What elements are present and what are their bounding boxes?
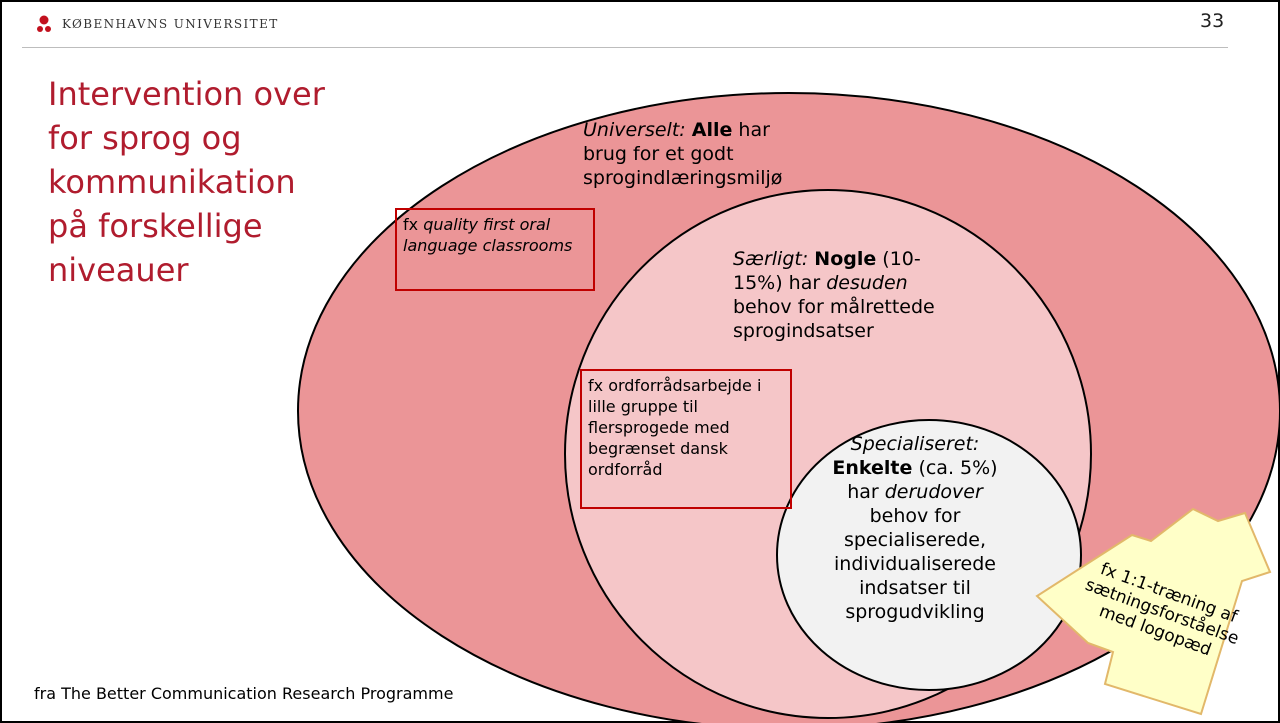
specialised-line-5: specialiserede, (843, 529, 987, 551)
targeted-line-2-italic: desuden (826, 272, 908, 294)
universal-bold: Alle (691, 119, 733, 141)
specialised-line-3: har (847, 481, 885, 503)
universal-example-text: quality first oral language classrooms (403, 215, 573, 255)
example-prefix: fx (403, 215, 424, 234)
targeted-label: Særligt: (733, 248, 809, 270)
title-line: niveauer (48, 251, 189, 289)
targeted-example-text: fx ordforrådsarbejde i lille gruppe til … (588, 376, 762, 479)
header-divider (22, 47, 1228, 48)
targeted-line-2: 15%) har (733, 272, 827, 294)
specialised-bold: Enkelte (832, 457, 913, 479)
specialised-text: Specialiseret: Enkelte (ca. 5%) har deru… (800, 432, 1030, 624)
universal-line-2: brug for et godt (583, 143, 734, 165)
arrow-callout-shape (1035, 507, 1272, 716)
targeted-line-4: sprogindsatser (733, 320, 874, 342)
source-citation: fra The Better Communication Research Pr… (34, 684, 454, 703)
slide-number: 33 (1200, 10, 1225, 32)
universal-line-3: sprogindlæringsmiljø (583, 167, 783, 189)
crown-logo-icon (37, 15, 51, 32)
title-line: på forskellige (48, 207, 263, 245)
specialised-line-6: individualiserede (834, 553, 996, 575)
title-line: kommunikation (48, 163, 296, 201)
universal-example-box: fx quality first oral language classroom… (395, 208, 595, 291)
targeted-line-3: behov for målrettede (733, 296, 935, 318)
slide-title: Intervention over for sprog og kommunika… (48, 72, 338, 292)
university-logo: KØBENHAVNS UNIVERSITET (34, 14, 279, 34)
universal-label: Universelt: (583, 119, 686, 141)
targeted-bold: Nogle (814, 248, 877, 270)
specialised-label: Specialiseret: (850, 433, 980, 455)
specialised-line-7: indsatser til (859, 577, 971, 599)
universal-text: Universelt: Alle har brug for et godt sp… (583, 118, 843, 190)
universal-rest: har (732, 119, 770, 141)
specialised-line-3-italic: derudover (884, 481, 983, 503)
title-line: for sprog og (48, 119, 242, 157)
specialised-line-8: sprogudvikling (845, 601, 985, 623)
title-line: Intervention over (48, 75, 325, 113)
specialised-ellipse (776, 419, 1082, 691)
targeted-text: Særligt: Nogle (10- 15%) har desuden beh… (733, 247, 973, 343)
specialised-rest: (ca. 5%) (912, 457, 998, 479)
specialised-line-4: behov for (869, 505, 961, 527)
targeted-example-box: fx ordforrådsarbejde i lille gruppe til … (580, 369, 792, 509)
targeted-rest: (10- (876, 248, 921, 270)
logo-text: KØBENHAVNS UNIVERSITET (62, 17, 279, 31)
